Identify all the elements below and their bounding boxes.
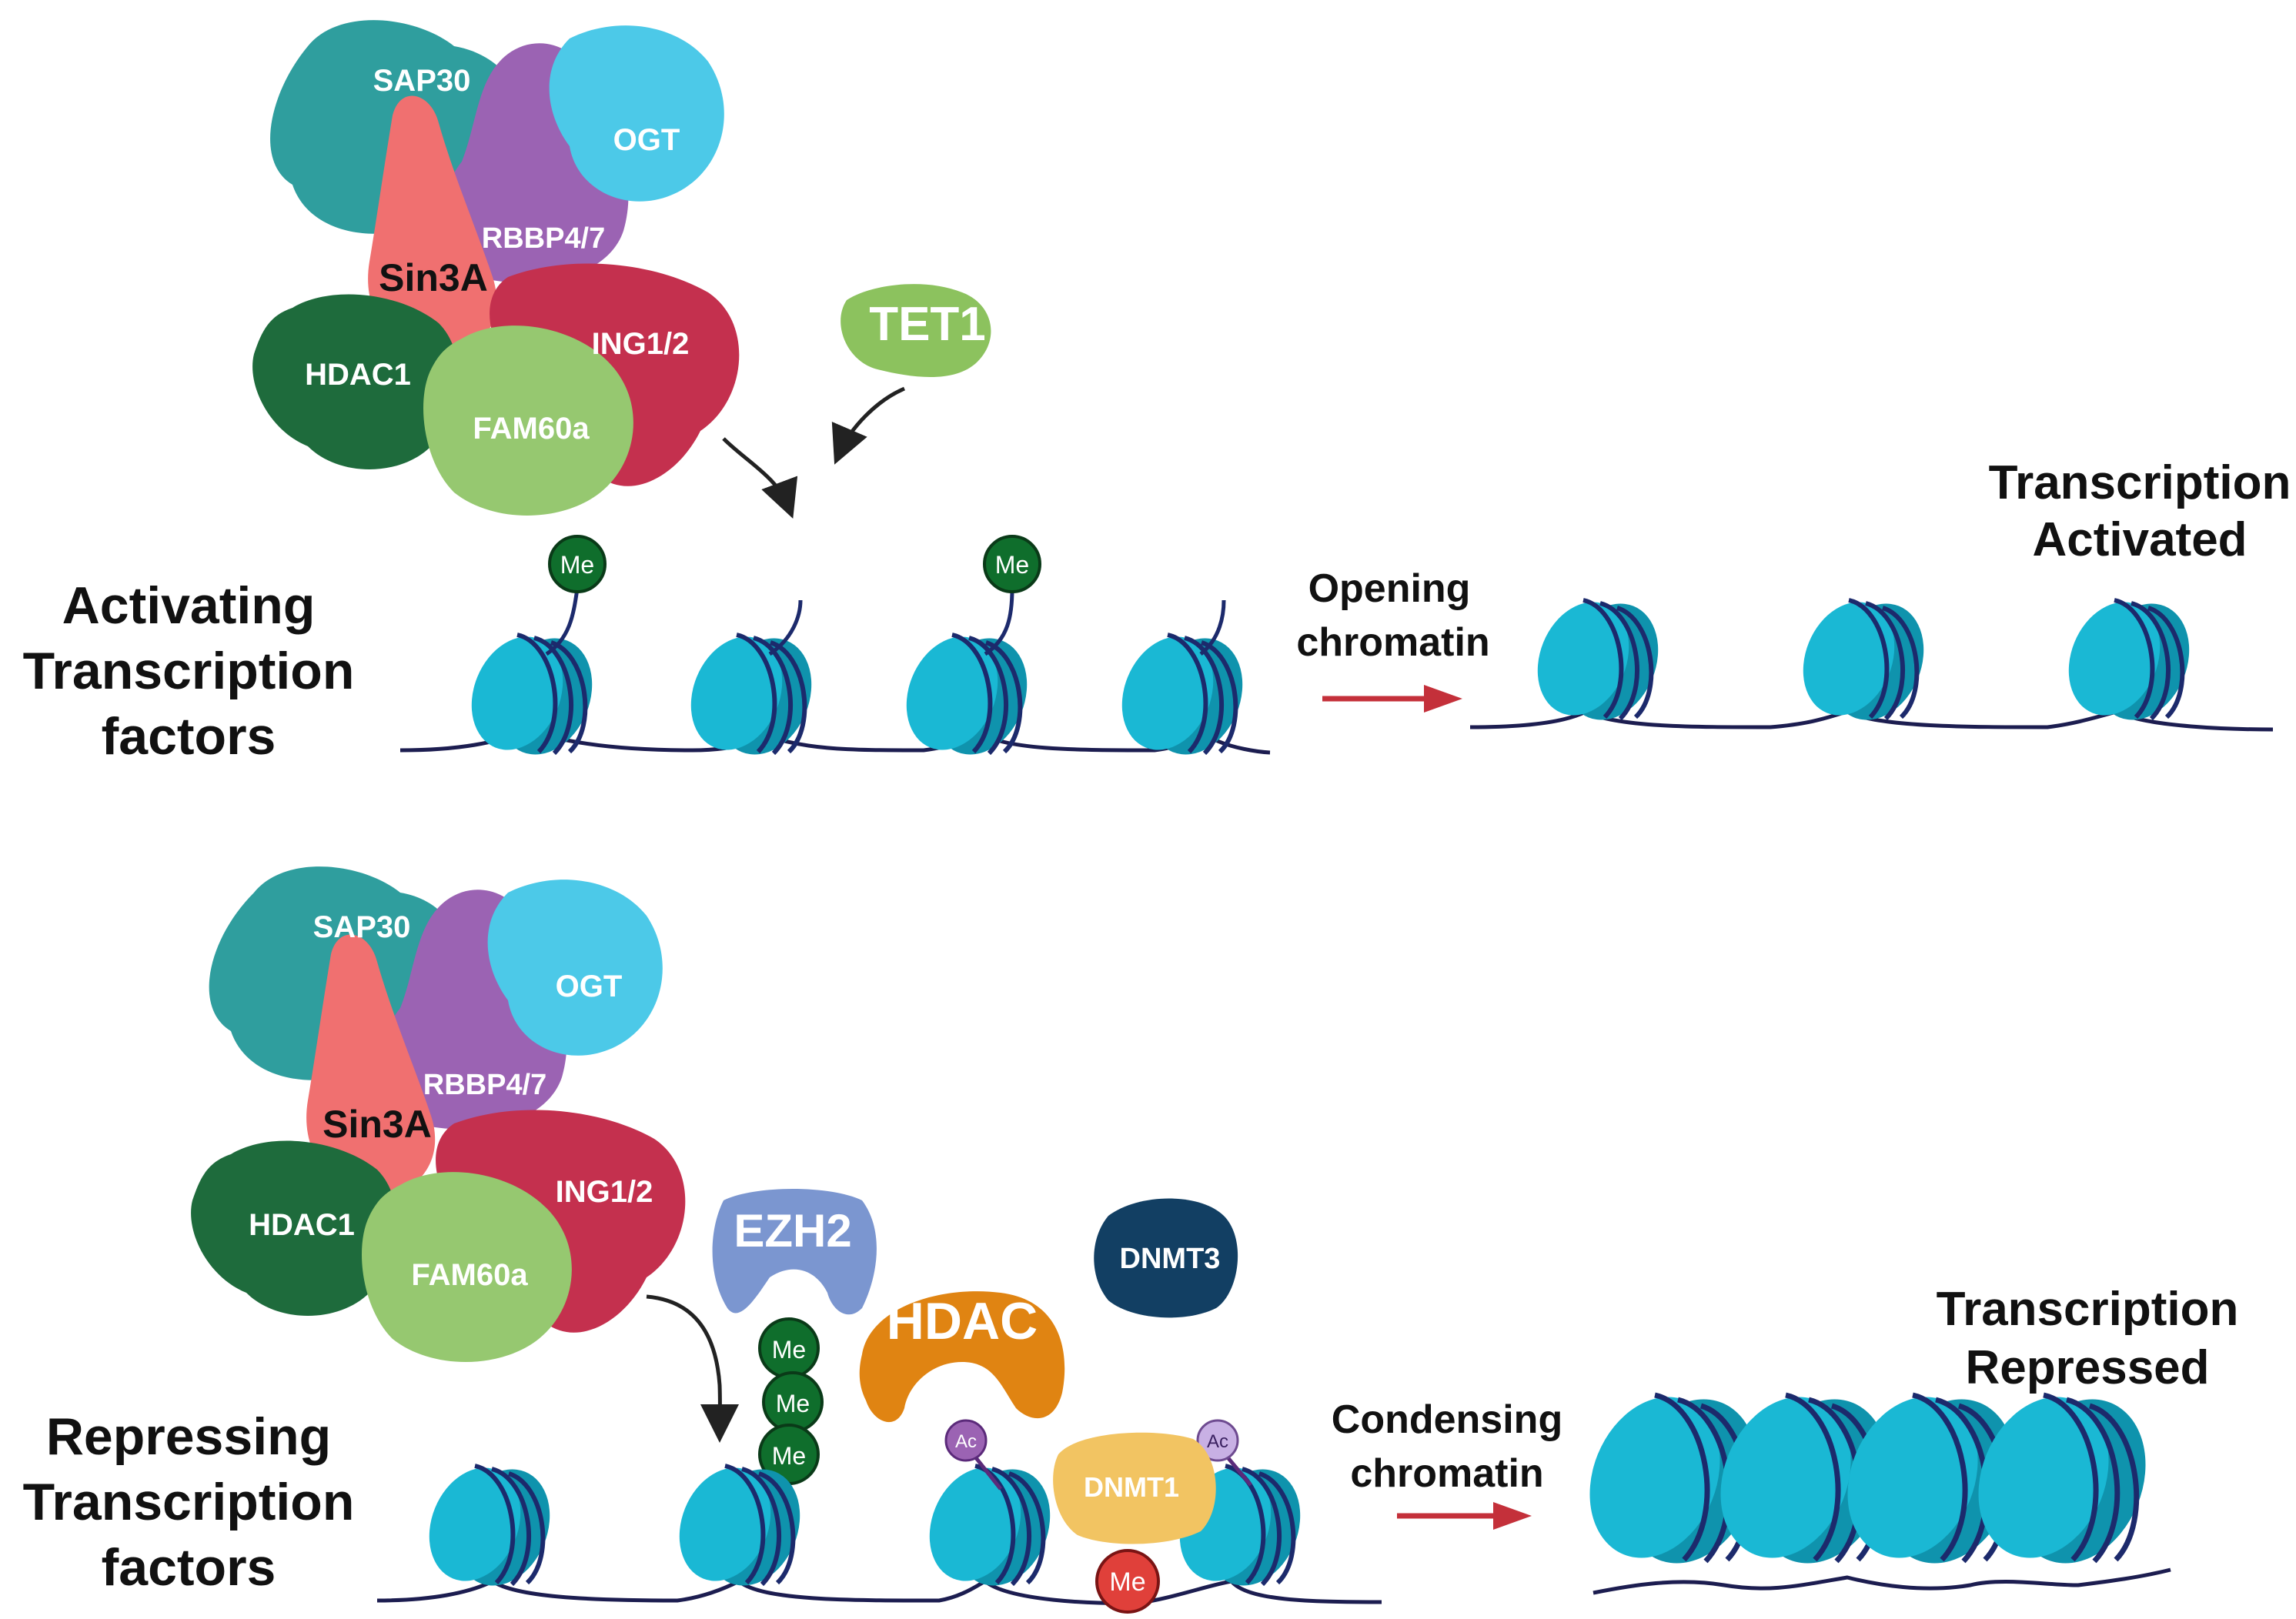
tet1-protein: TET1 — [841, 284, 991, 377]
nucleosome — [2053, 589, 2206, 734]
hdac1-label: HDAC1 — [305, 358, 411, 392]
svg-text:Me: Me — [560, 551, 594, 579]
svg-text:Me: Me — [772, 1336, 806, 1364]
sin3a-complex-activating: SAP30 OGT RBBP4/7 Sin3A ING1/2 HDAC1 FAM… — [252, 20, 740, 516]
methyl-mark: Me — [758, 1424, 820, 1485]
ogt-label: OGT — [613, 123, 680, 157]
histone-tail — [768, 599, 803, 656]
sin3a-protein — [306, 934, 436, 1194]
nucleosome — [456, 623, 609, 769]
outcome-label-line2: Repressed — [1965, 1341, 2209, 1394]
fam60a-label: FAM60a — [473, 412, 590, 446]
outcome-label-line2: Activated — [2032, 513, 2247, 566]
outcome-label-line1: Transcription — [1937, 1283, 2239, 1336]
condensing-chromatin-label-line1: Condensing — [1332, 1397, 1562, 1442]
hdac-protein: HDAC — [859, 1291, 1065, 1423]
fam60a-label: FAM60a — [411, 1258, 528, 1292]
dnmt3-label: DNMT3 — [1120, 1243, 1221, 1275]
nucleosome — [413, 1454, 566, 1600]
dna-strand-repressing — [376, 1579, 1382, 1605]
condensing-arrow — [1397, 1502, 1532, 1530]
activating-tf-label-line3: factors — [102, 707, 276, 766]
ing-label: ING1/2 — [592, 327, 690, 361]
dna-strand-condensed — [1592, 1567, 2171, 1595]
nucleosome — [1522, 589, 1675, 734]
ogt-protein — [549, 25, 724, 202]
repressing-tf-label-line3: factors — [102, 1538, 276, 1597]
ezh2-protein: EZH2 — [712, 1189, 877, 1315]
ogt-protein — [487, 880, 663, 1056]
activating-tf-label-line1: Activating — [62, 576, 316, 635]
methyl-mark: Me — [983, 535, 1041, 593]
hdac1-protein — [252, 294, 459, 469]
svg-text:Me: Me — [772, 1442, 806, 1470]
complex-to-dna-arrow — [722, 437, 798, 519]
methyl-mark: Me — [758, 1317, 820, 1379]
histone-tail — [545, 588, 580, 656]
histone-tail — [1199, 599, 1226, 656]
hdac1-label: HDAC1 — [249, 1208, 355, 1242]
repressing-panel: SAP30 OGT RBBP4/7 Sin3A ING1/2 HDAC1 FAM… — [23, 866, 2239, 1614]
nucleosome — [1787, 589, 1940, 734]
dnmt3-protein: DNMT3 — [1094, 1198, 1238, 1318]
ezh2-label: EZH2 — [734, 1205, 851, 1257]
opening-chromatin-label-line2: chromatin — [1296, 620, 1489, 665]
outcome-label-line1: Transcription — [1989, 456, 2291, 509]
activating-tf-label-line2: Transcription — [23, 642, 355, 700]
hdac-label: HDAC — [887, 1292, 1038, 1350]
fam60a-protein — [423, 325, 633, 516]
svg-text:Ac: Ac — [955, 1431, 977, 1452]
acetyl-mark: Ac — [944, 1419, 988, 1462]
repressing-tf-label-line1: Repressing — [46, 1407, 331, 1466]
svg-text:Me: Me — [776, 1390, 810, 1417]
condensing-chromatin-label-line2: chromatin — [1350, 1451, 1543, 1496]
sin3a-complex-repressing: SAP30 OGT RBBP4/7 Sin3A ING1/2 HDAC1 FAM… — [191, 866, 686, 1362]
rbbp-label: RBBP4/7 — [423, 1069, 547, 1101]
ing-label: ING1/2 — [556, 1175, 653, 1209]
tet1-label: TET1 — [869, 298, 986, 351]
complex-to-dna-arrow — [646, 1294, 740, 1443]
opening-arrow — [1322, 685, 1462, 713]
methyl-mark: Me — [548, 535, 607, 593]
ogt-label: OGT — [556, 970, 623, 1003]
hdac1-protein — [191, 1140, 397, 1316]
sap30-label: SAP30 — [313, 910, 411, 944]
sin3a-protein — [368, 95, 497, 356]
svg-text:Ac: Ac — [1207, 1431, 1228, 1452]
sap30-label: SAP30 — [373, 64, 471, 98]
sin3a-label: Sin3A — [323, 1103, 432, 1146]
acetyl-mark: Ac — [1196, 1419, 1239, 1462]
dnmt1-protein: DNMT1 — [1053, 1432, 1216, 1544]
histone-tail — [984, 588, 1014, 656]
svg-text:Me: Me — [1109, 1567, 1145, 1597]
dnmt1-label: DNMT1 — [1084, 1471, 1179, 1503]
svg-text:Me: Me — [995, 551, 1029, 579]
dna-methyl-mark: Me — [1095, 1549, 1160, 1614]
sin3a-label: Sin3A — [379, 256, 488, 299]
opening-chromatin-label-line1: Opening — [1308, 566, 1471, 611]
tet1-to-dna-arrow — [831, 386, 905, 465]
methyl-mark: Me — [762, 1371, 824, 1433]
fam60a-protein — [362, 1172, 572, 1362]
repressing-tf-label-line2: Transcription — [23, 1473, 355, 1531]
activating-panel: SAP30 OGT RBBP4/7 Sin3A ING1/2 HDAC1 FAM… — [23, 20, 2291, 769]
rbbp-label: RBBP4/7 — [482, 222, 606, 255]
